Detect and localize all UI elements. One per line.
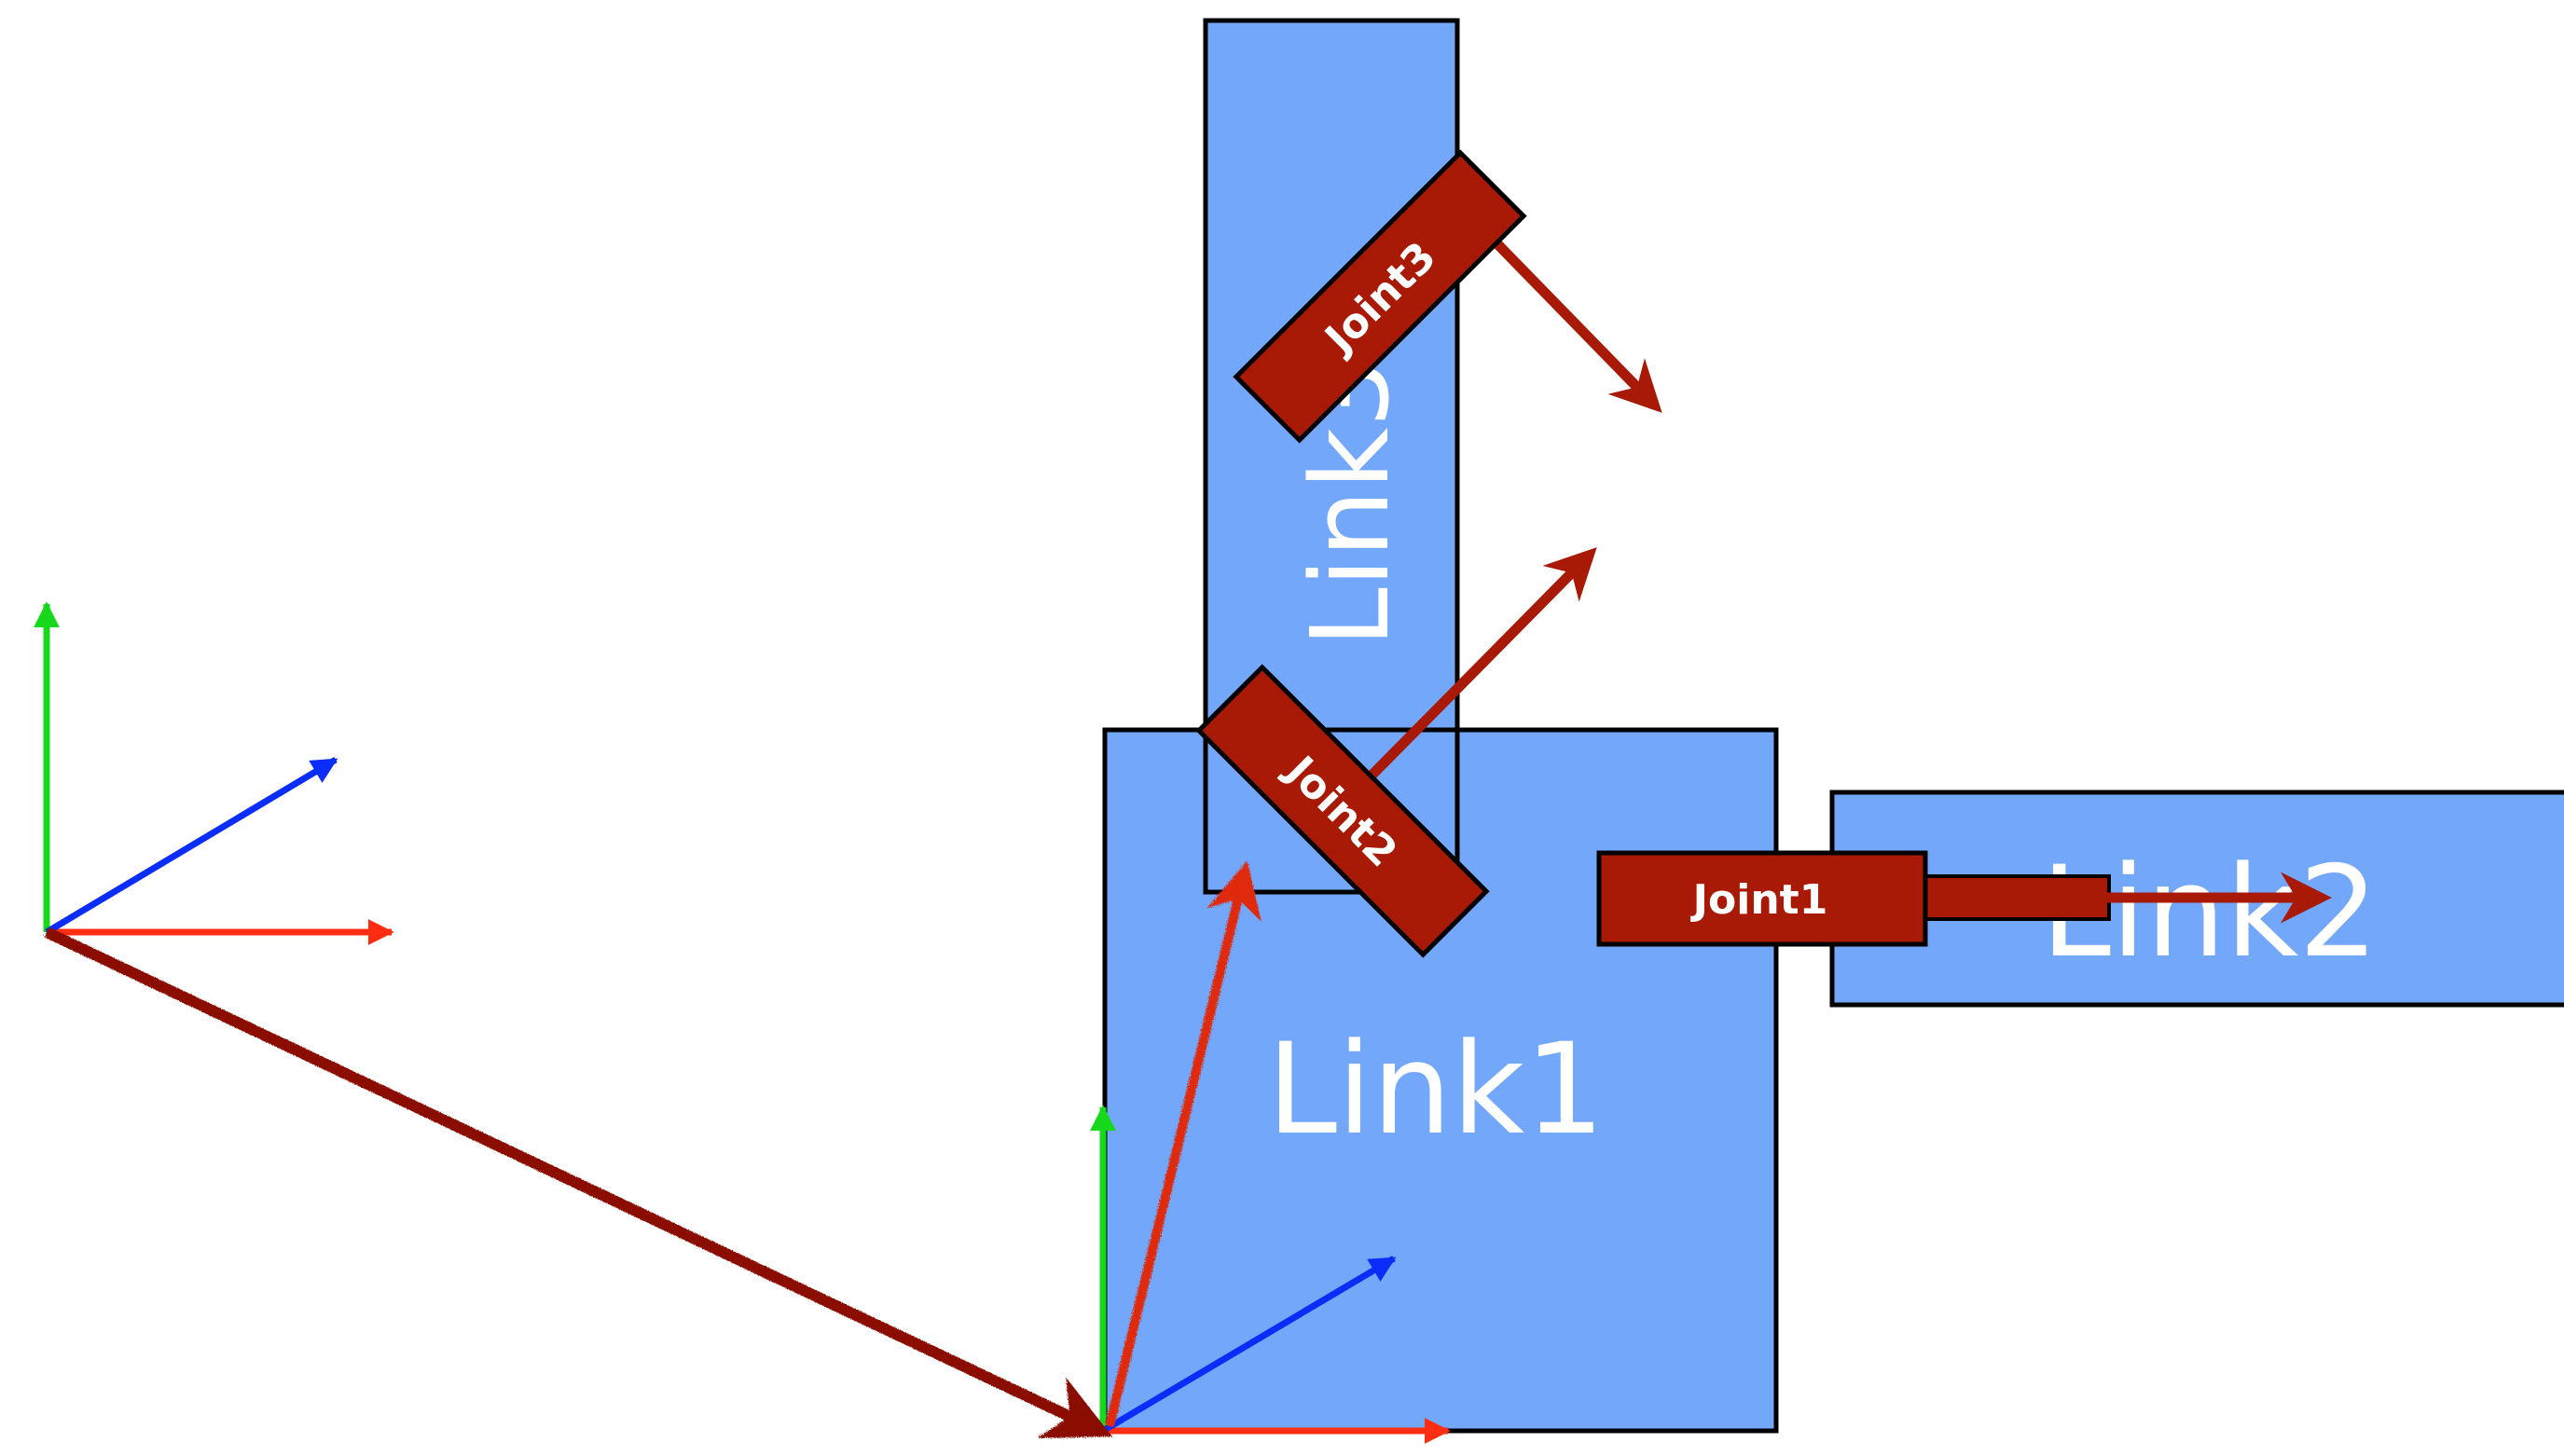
joint2-axis-arrow bbox=[1362, 547, 1597, 785]
joint3-axis-arrow bbox=[1469, 215, 1662, 413]
joint2-body bbox=[1195, 664, 1490, 958]
joint1-rod bbox=[1923, 874, 2111, 921]
joint1: Joint1 bbox=[1596, 850, 1928, 947]
joint1-body bbox=[1596, 850, 1928, 947]
world-z-axis bbox=[45, 756, 338, 936]
world-to-link1-transform-arrow bbox=[44, 927, 1113, 1438]
link1-frame-icon bbox=[1090, 1105, 1451, 1444]
link1-to-link3-transform-arrow bbox=[1105, 860, 1261, 1428]
link1: Link1 bbox=[1102, 727, 1779, 1434]
link1-label: Link1 bbox=[1267, 1016, 1605, 1162]
joint1-label: Joint1 bbox=[1690, 876, 1828, 924]
joint3-body bbox=[1233, 149, 1527, 444]
link1-z-axis bbox=[1101, 1255, 1397, 1435]
world-frame-icon bbox=[34, 601, 394, 945]
